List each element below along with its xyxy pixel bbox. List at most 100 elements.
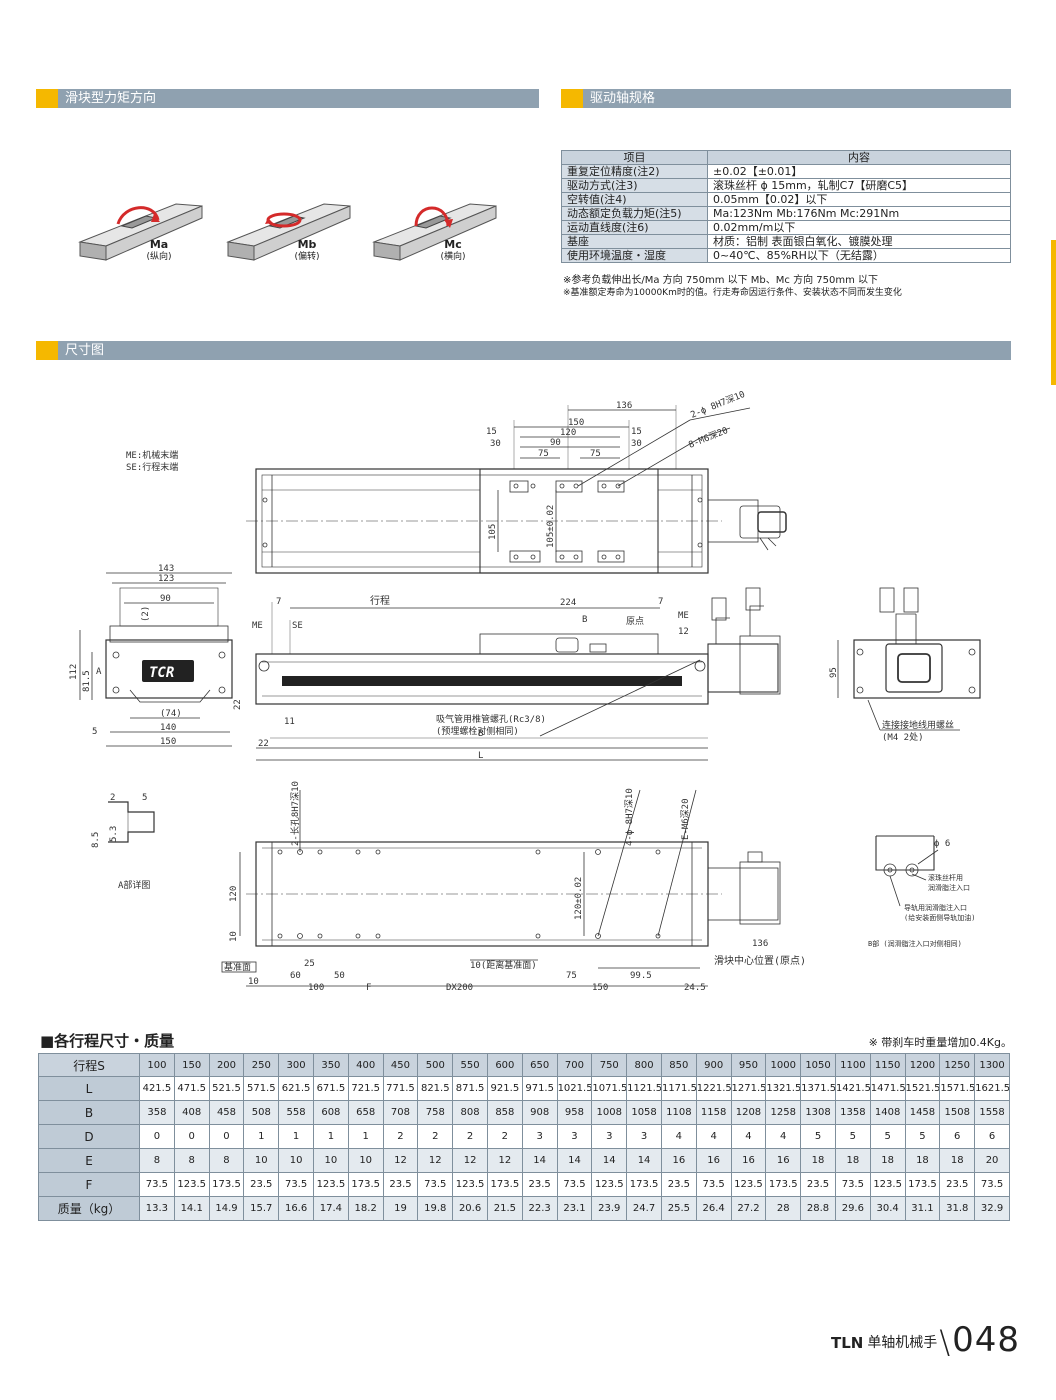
- spec-note-2: ※基准额定寿命为10000Km时的值。行走寿命因运行条件、安装状态不同而发生变化: [563, 288, 902, 298]
- table-cell: 18: [834, 1148, 871, 1173]
- svg-text:ME: ME: [252, 621, 263, 631]
- page-number: 048: [952, 1320, 1020, 1360]
- table-cell: 1150: [869, 1053, 906, 1077]
- table-cell: 1200: [904, 1053, 941, 1077]
- table-cell: 1621.5: [974, 1076, 1010, 1101]
- table-cell: 471.5: [173, 1076, 210, 1101]
- spec-header-item: 项目: [561, 150, 708, 165]
- moment-desc: (偏转): [294, 252, 320, 262]
- svg-text:7: 7: [276, 597, 281, 607]
- table-cell: 12: [452, 1148, 488, 1173]
- table-cell: 658: [347, 1100, 384, 1125]
- table-cell: 2: [382, 1124, 419, 1149]
- table-cell: 14.1: [173, 1196, 210, 1221]
- svg-text:140: 140: [160, 723, 176, 733]
- spec-value: 0~40℃、85%RH以下（无结露）: [707, 248, 1011, 263]
- svg-text:F: F: [366, 983, 371, 993]
- spec-row: 基座材质：铝制 表面银白氧化、镀膜处理: [561, 234, 1011, 249]
- table-cell: 1321.5: [765, 1076, 802, 1101]
- svg-text:连接接地线用螺丝: 连接接地线用螺丝: [882, 719, 954, 731]
- end-view-left: TCR 143 123 90 (2) 112 81.5 A (74) 140 1…: [69, 564, 243, 747]
- table-cell: 1021.5: [556, 1076, 593, 1101]
- table-cell: 1050: [800, 1053, 836, 1077]
- svg-text:7: 7: [658, 597, 663, 607]
- table-cell: 5: [834, 1124, 871, 1149]
- table-cell: 12: [382, 1148, 419, 1173]
- footer-slash: \: [939, 1323, 951, 1361]
- table-cell: 0: [139, 1124, 175, 1149]
- svg-text:15: 15: [486, 427, 497, 437]
- spec-value: 0.02mm/m以下: [707, 220, 1011, 235]
- table-cell: 650: [521, 1053, 558, 1077]
- svg-text:100: 100: [308, 983, 324, 993]
- table-cell: 12: [417, 1148, 454, 1173]
- svg-text:吸气管用椎管螺孔(Rc3/8): 吸气管用椎管螺孔(Rc3/8): [436, 713, 546, 725]
- moment-illustration-ma: Ma(纵向): [76, 190, 226, 270]
- table-cell: 858: [486, 1100, 523, 1125]
- table-cell: 32.9: [974, 1196, 1010, 1221]
- table-cell: 8: [173, 1148, 210, 1173]
- svg-text:ϕ 6: ϕ 6: [934, 839, 950, 849]
- svg-text:行程: 行程: [370, 594, 390, 607]
- table-cell: 5: [800, 1124, 836, 1149]
- svg-text:A: A: [96, 667, 102, 677]
- table-cell: 1221.5: [695, 1076, 732, 1101]
- svg-text:120±0.02: 120±0.02: [574, 877, 584, 920]
- table-cell: 23.5: [521, 1172, 558, 1197]
- table-cell: 8: [208, 1148, 245, 1173]
- table-cell: 20.6: [452, 1196, 488, 1221]
- table-cell: 771.5: [382, 1076, 419, 1101]
- row-label: D: [38, 1124, 140, 1149]
- svg-text:75: 75: [538, 449, 549, 459]
- spec-value: Ma:123Nm Mb:176Nm Mc:291Nm: [707, 206, 1011, 221]
- table-cell: 1258: [765, 1100, 802, 1125]
- drive-spec-table: 项目内容 重复定位精度(注2)±0.02【±0.01】驱动方式(注3)滚珠丝杆 …: [561, 150, 1011, 263]
- table-cell: 508: [243, 1100, 280, 1125]
- svg-text:B: B: [582, 615, 587, 625]
- table-cell: 871.5: [452, 1076, 488, 1101]
- table-cell: 22.3: [521, 1196, 558, 1221]
- svg-text:(给安装面侧导轨加油): (给安装面侧导轨加油): [904, 913, 975, 922]
- table-cell: 1271.5: [730, 1076, 767, 1101]
- table-cell: 23.9: [591, 1196, 628, 1221]
- table-cell: 17.4: [312, 1196, 349, 1221]
- table-cell: 608: [312, 1100, 349, 1125]
- table-cell: 150: [173, 1053, 210, 1077]
- svg-text:5: 5: [92, 727, 97, 737]
- svg-text:10(距离基准面): 10(距离基准面): [470, 959, 537, 971]
- svg-text:A部详图: A部详图: [118, 879, 150, 891]
- b-part-detail: ϕ 6 滚珠丝杆用 润滑脂注入口 导轨用润滑脂注入口 (给安装面侧导轨加油) B…: [868, 835, 975, 948]
- table-cell: 18: [869, 1148, 906, 1173]
- svg-text:ME:机械末端: ME:机械末端: [126, 449, 178, 461]
- table-cell: 123.5: [173, 1172, 210, 1197]
- table-cell: 400: [347, 1053, 384, 1077]
- table-cell: 16.6: [278, 1196, 314, 1221]
- table-cell: 30.4: [869, 1196, 906, 1221]
- table-cell: 450: [382, 1053, 419, 1077]
- svg-text:2: 2: [110, 793, 115, 803]
- table-cell: 16: [730, 1148, 767, 1173]
- table-cell: 521.5: [208, 1076, 245, 1101]
- section-header-moment: 滑块型力矩方向: [36, 89, 539, 108]
- spec-value: ±0.02【±0.01】: [707, 164, 1011, 179]
- table-cell: 971.5: [521, 1076, 558, 1101]
- table-cell: 721.5: [347, 1076, 384, 1101]
- table-cell: 350: [312, 1053, 349, 1077]
- table-cell: 23.5: [939, 1172, 976, 1197]
- svg-text:(2): (2): [141, 606, 151, 622]
- table-cell: 1: [312, 1124, 349, 1149]
- table-cell: 550: [452, 1053, 488, 1077]
- svg-text:22: 22: [258, 739, 269, 749]
- svg-text:2-长孔8H7深10: 2-长孔8H7深10: [289, 781, 301, 846]
- table-cell: 1008: [591, 1100, 628, 1125]
- table-cell: 4: [660, 1124, 697, 1149]
- table-cell: 73.5: [834, 1172, 871, 1197]
- table-cell: 1458: [904, 1100, 941, 1125]
- table-cell: 19: [382, 1196, 419, 1221]
- table-cell: 16: [660, 1148, 697, 1173]
- footer-brand: TLN: [830, 1334, 864, 1352]
